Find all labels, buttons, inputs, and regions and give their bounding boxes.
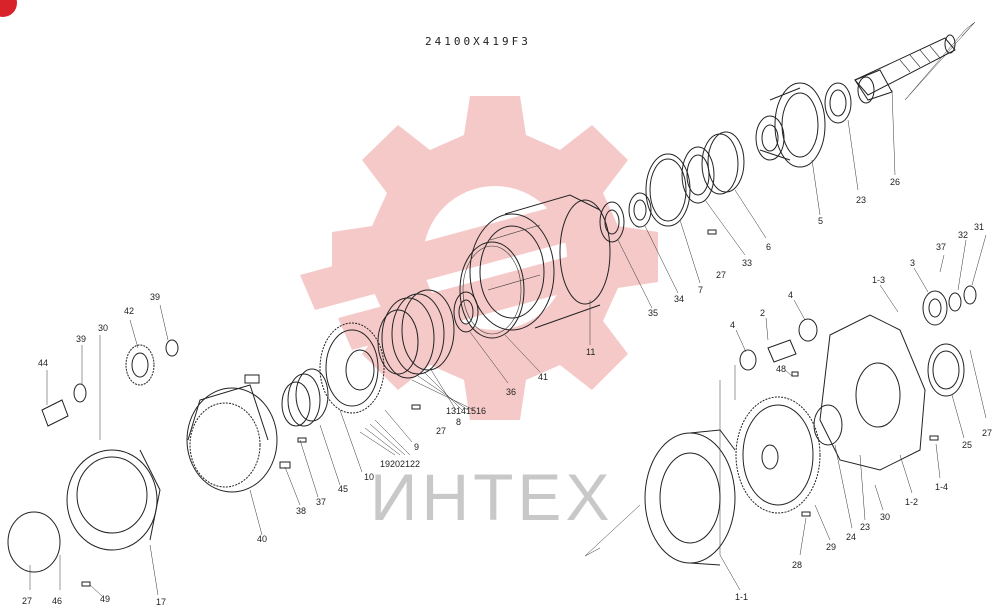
corner-mark [0, 0, 17, 17]
label-2: 2 [760, 308, 765, 318]
label-35: 35 [648, 308, 658, 318]
part-42-planet-gear [125, 344, 155, 386]
label-37-right: 37 [936, 242, 946, 252]
label-10: 10 [364, 472, 374, 482]
label-49: 49 [100, 594, 110, 604]
part-1-1-flange [644, 429, 736, 566]
label-44: 44 [38, 358, 48, 368]
part-29-gear [735, 396, 821, 514]
label-1-2: 1-2 [905, 497, 918, 507]
axis-lines [584, 21, 976, 557]
label-36: 36 [506, 387, 516, 397]
label-48: 48 [776, 364, 786, 374]
label-39-left: 39 [76, 334, 86, 344]
label-40: 40 [257, 534, 267, 544]
bolts [81, 229, 939, 587]
label-45: 45 [338, 484, 348, 494]
label-23-top: 23 [856, 195, 866, 205]
label-32: 32 [958, 230, 968, 240]
label-11: 11 [586, 347, 595, 357]
label-29: 29 [826, 542, 836, 552]
part-3-bearing [922, 290, 948, 326]
label-24: 24 [846, 532, 856, 542]
label-4-left: 4 [730, 320, 735, 330]
label-13-16: 13141516 [446, 406, 486, 416]
part-11-planet-carrier [469, 194, 611, 331]
part-40-ring-gear [186, 374, 278, 493]
label-27-a: 27 [716, 270, 726, 280]
label-4-right: 4 [788, 290, 793, 300]
part-33-ring [681, 146, 715, 204]
part-25-cover [927, 343, 965, 397]
part-6-ring [701, 131, 745, 195]
part-5-hub [755, 82, 826, 168]
part-31-ring [963, 285, 977, 305]
label-33: 33 [742, 258, 752, 268]
part-36-ring [453, 291, 479, 333]
label-6: 6 [766, 242, 771, 252]
label-26: 26 [890, 177, 900, 187]
watermark-text: ИНТЕХ [370, 460, 613, 534]
label-27-b: 27 [436, 426, 446, 436]
label-34: 34 [674, 294, 684, 304]
label-46: 46 [52, 596, 62, 606]
label-19-22: 19202122 [380, 459, 420, 469]
part-9-sun-gear [319, 322, 385, 414]
label-1-4: 1-4 [935, 482, 948, 492]
part-2-pinion [767, 339, 797, 363]
part-39-washer-upper [165, 339, 179, 357]
part-7-seal-plate [645, 153, 691, 227]
part-46-cover [7, 511, 61, 573]
label-7: 7 [698, 285, 703, 295]
part-44-pin [41, 399, 69, 427]
label-3: 3 [910, 258, 915, 268]
drawing-number: 24100X419F3 [425, 35, 531, 48]
label-23-bottom: 23 [860, 522, 870, 532]
part-4-bearing-left [739, 349, 757, 371]
label-30-right: 30 [880, 512, 890, 522]
label-1-1: 1-1 [735, 592, 748, 602]
part-41-o-ring [459, 241, 525, 339]
label-28: 28 [792, 560, 802, 570]
part-17-hub [66, 449, 161, 551]
label-41: 41 [538, 372, 548, 382]
part-39-washer-lower [73, 383, 87, 403]
part-labels: 1-1 1-2 1-3 1-4 2 3 4 4 5 6 7 8 9 10 11 … [22, 177, 992, 607]
label-30-left: 30 [98, 323, 108, 333]
part-1-2-housing [819, 314, 926, 471]
part-34-ring [628, 192, 652, 228]
part-23-bearing [824, 82, 852, 124]
label-31: 31 [974, 222, 984, 232]
label-37-left: 37 [316, 497, 326, 507]
label-39-right: 39 [150, 292, 160, 302]
label-38: 38 [296, 506, 306, 516]
label-8: 8 [456, 417, 461, 427]
logo-watermark-icon [300, 96, 658, 420]
label-27-d: 27 [982, 428, 992, 438]
part-32-ring [948, 292, 962, 312]
label-5: 5 [818, 216, 823, 226]
part-8-clutch-pack [377, 289, 455, 379]
label-1-3: 1-3 [872, 275, 885, 285]
leader-lines [29, 89, 987, 597]
label-9: 9 [414, 442, 419, 452]
label-27-c: 27 [22, 596, 32, 606]
part-26-splined-shaft [854, 34, 956, 104]
part-4-bearing-right [798, 318, 818, 342]
label-17: 17 [156, 597, 166, 607]
part-45-gear [281, 368, 329, 427]
label-42: 42 [124, 306, 134, 316]
label-25: 25 [962, 440, 972, 450]
